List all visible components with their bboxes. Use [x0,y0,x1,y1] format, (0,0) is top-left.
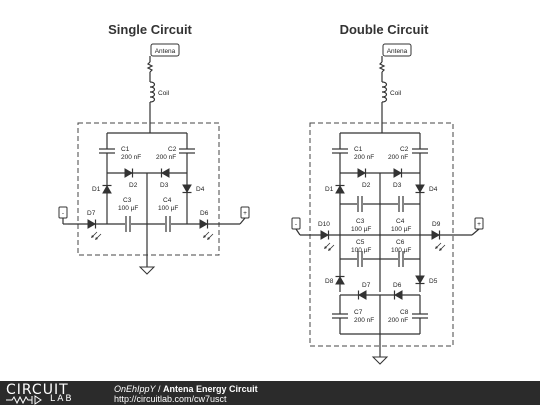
led-d10-arrows-icon [323,242,335,252]
minus-label: - [62,210,64,217]
c4-name: C4 [163,197,172,204]
plus-label: + [477,221,481,228]
project-url[interactable]: http://circuitlab.com/cw7usct [114,394,227,404]
project-title: Antena Energy Circuit [163,384,258,394]
circuitlab-logo[interactable]: CIRCUIT LAB [6,382,106,405]
c1-name: C1 [121,146,130,153]
led-d7 [87,218,97,230]
project-byline: OnEhIppY / Antena Energy Circuit [114,384,258,394]
c7-name: C7 [354,309,363,316]
c1-value: 200 nF [354,154,374,161]
antenna-label: Antena [387,48,408,55]
d8-label: D8 [325,278,334,285]
d3-label: D3 [393,182,402,189]
d6-label: D6 [393,282,402,289]
antenna-label-box [150,43,180,57]
c7-value: 200 nF [354,317,374,324]
antenna-icon [378,61,386,73]
d2-label: D2 [129,182,138,189]
c2-name: C2 [168,146,177,153]
diode-d8 [334,275,346,285]
d1-label: D1 [325,186,334,193]
schematic-diagram: Single Circuit Antena Coil C1 200 nF C2 … [58,22,484,365]
ground-icon [139,261,155,275]
author-link[interactable]: OnEhIppY [114,384,156,394]
byline-separator: / [155,384,164,394]
c4-value: 100 µF [391,226,411,233]
c6-value: 100 µF [391,247,411,254]
d3-label: D3 [160,182,169,189]
single-circuit: Single Circuit Antena Coil C1 200 nF C2 … [58,22,250,275]
c6-name: C6 [396,239,405,246]
c3-value: 100 µF [118,205,138,212]
c1-value: 200 nF [121,154,141,161]
diode-d3 [393,167,403,179]
d6-label: D6 [200,210,209,217]
led-d6-arrows-icon [202,231,214,241]
antenna-label: Antena [155,48,176,55]
c4-value: 100 µF [158,205,178,212]
c3-name: C3 [123,197,132,204]
c4-name: C4 [396,218,405,225]
d1-label: D1 [92,186,101,193]
coil-label: Coil [158,90,170,97]
diode-d3 [160,167,170,179]
led-d9-arrows-icon [434,242,446,252]
c8-value: 200 nF [388,317,408,324]
logo-resistor-icon [6,395,42,405]
logo-text-top: CIRCUIT [6,382,69,398]
c2-value: 200 nF [156,154,176,161]
c2-value: 200 nF [388,154,408,161]
d9-label: D9 [432,221,441,228]
c5-value: 100 µF [351,247,371,254]
led-d6 [199,218,209,230]
antenna-label-box [382,43,412,57]
c3-value: 100 µF [351,226,371,233]
footer-bar: CIRCUIT LAB OnEhIppY / Antena Energy Cir… [0,381,540,405]
diode-d2 [357,167,367,179]
diode-d2 [124,167,134,179]
d2-label: D2 [362,182,371,189]
d7-label: D7 [87,210,96,217]
double-circuit-title: Double Circuit [340,22,430,37]
c1-name: C1 [354,146,363,153]
minus-label: - [295,221,297,228]
coil-inductor [149,81,156,103]
led-d9 [431,229,441,241]
led-d7-arrows-icon [90,231,102,241]
c8-name: C8 [400,309,409,316]
plus-label: + [243,210,247,217]
c2-name: C2 [400,146,409,153]
d10-label: D10 [318,221,330,228]
c5-name: C5 [356,239,365,246]
diode-d7 [357,289,367,301]
d4-label: D4 [196,186,205,193]
d5-label: D5 [429,278,438,285]
d4-label: D4 [429,186,438,193]
d7-label: D7 [362,282,371,289]
double-circuit: Double Circuit Antena Coil C1 200 nF C2 … [291,22,484,365]
single-circuit-title: Single Circuit [108,22,192,37]
led-d10 [320,229,330,241]
coil-inductor [381,81,388,103]
logo-text-bottom: LAB [50,394,74,404]
ground-icon [372,351,388,365]
c3-name: C3 [356,218,365,225]
single-circuit-boundary [77,122,220,256]
diode-d5 [414,275,426,285]
coil-label: Coil [390,90,402,97]
antenna-icon [146,61,154,73]
diode-d6 [393,289,403,301]
